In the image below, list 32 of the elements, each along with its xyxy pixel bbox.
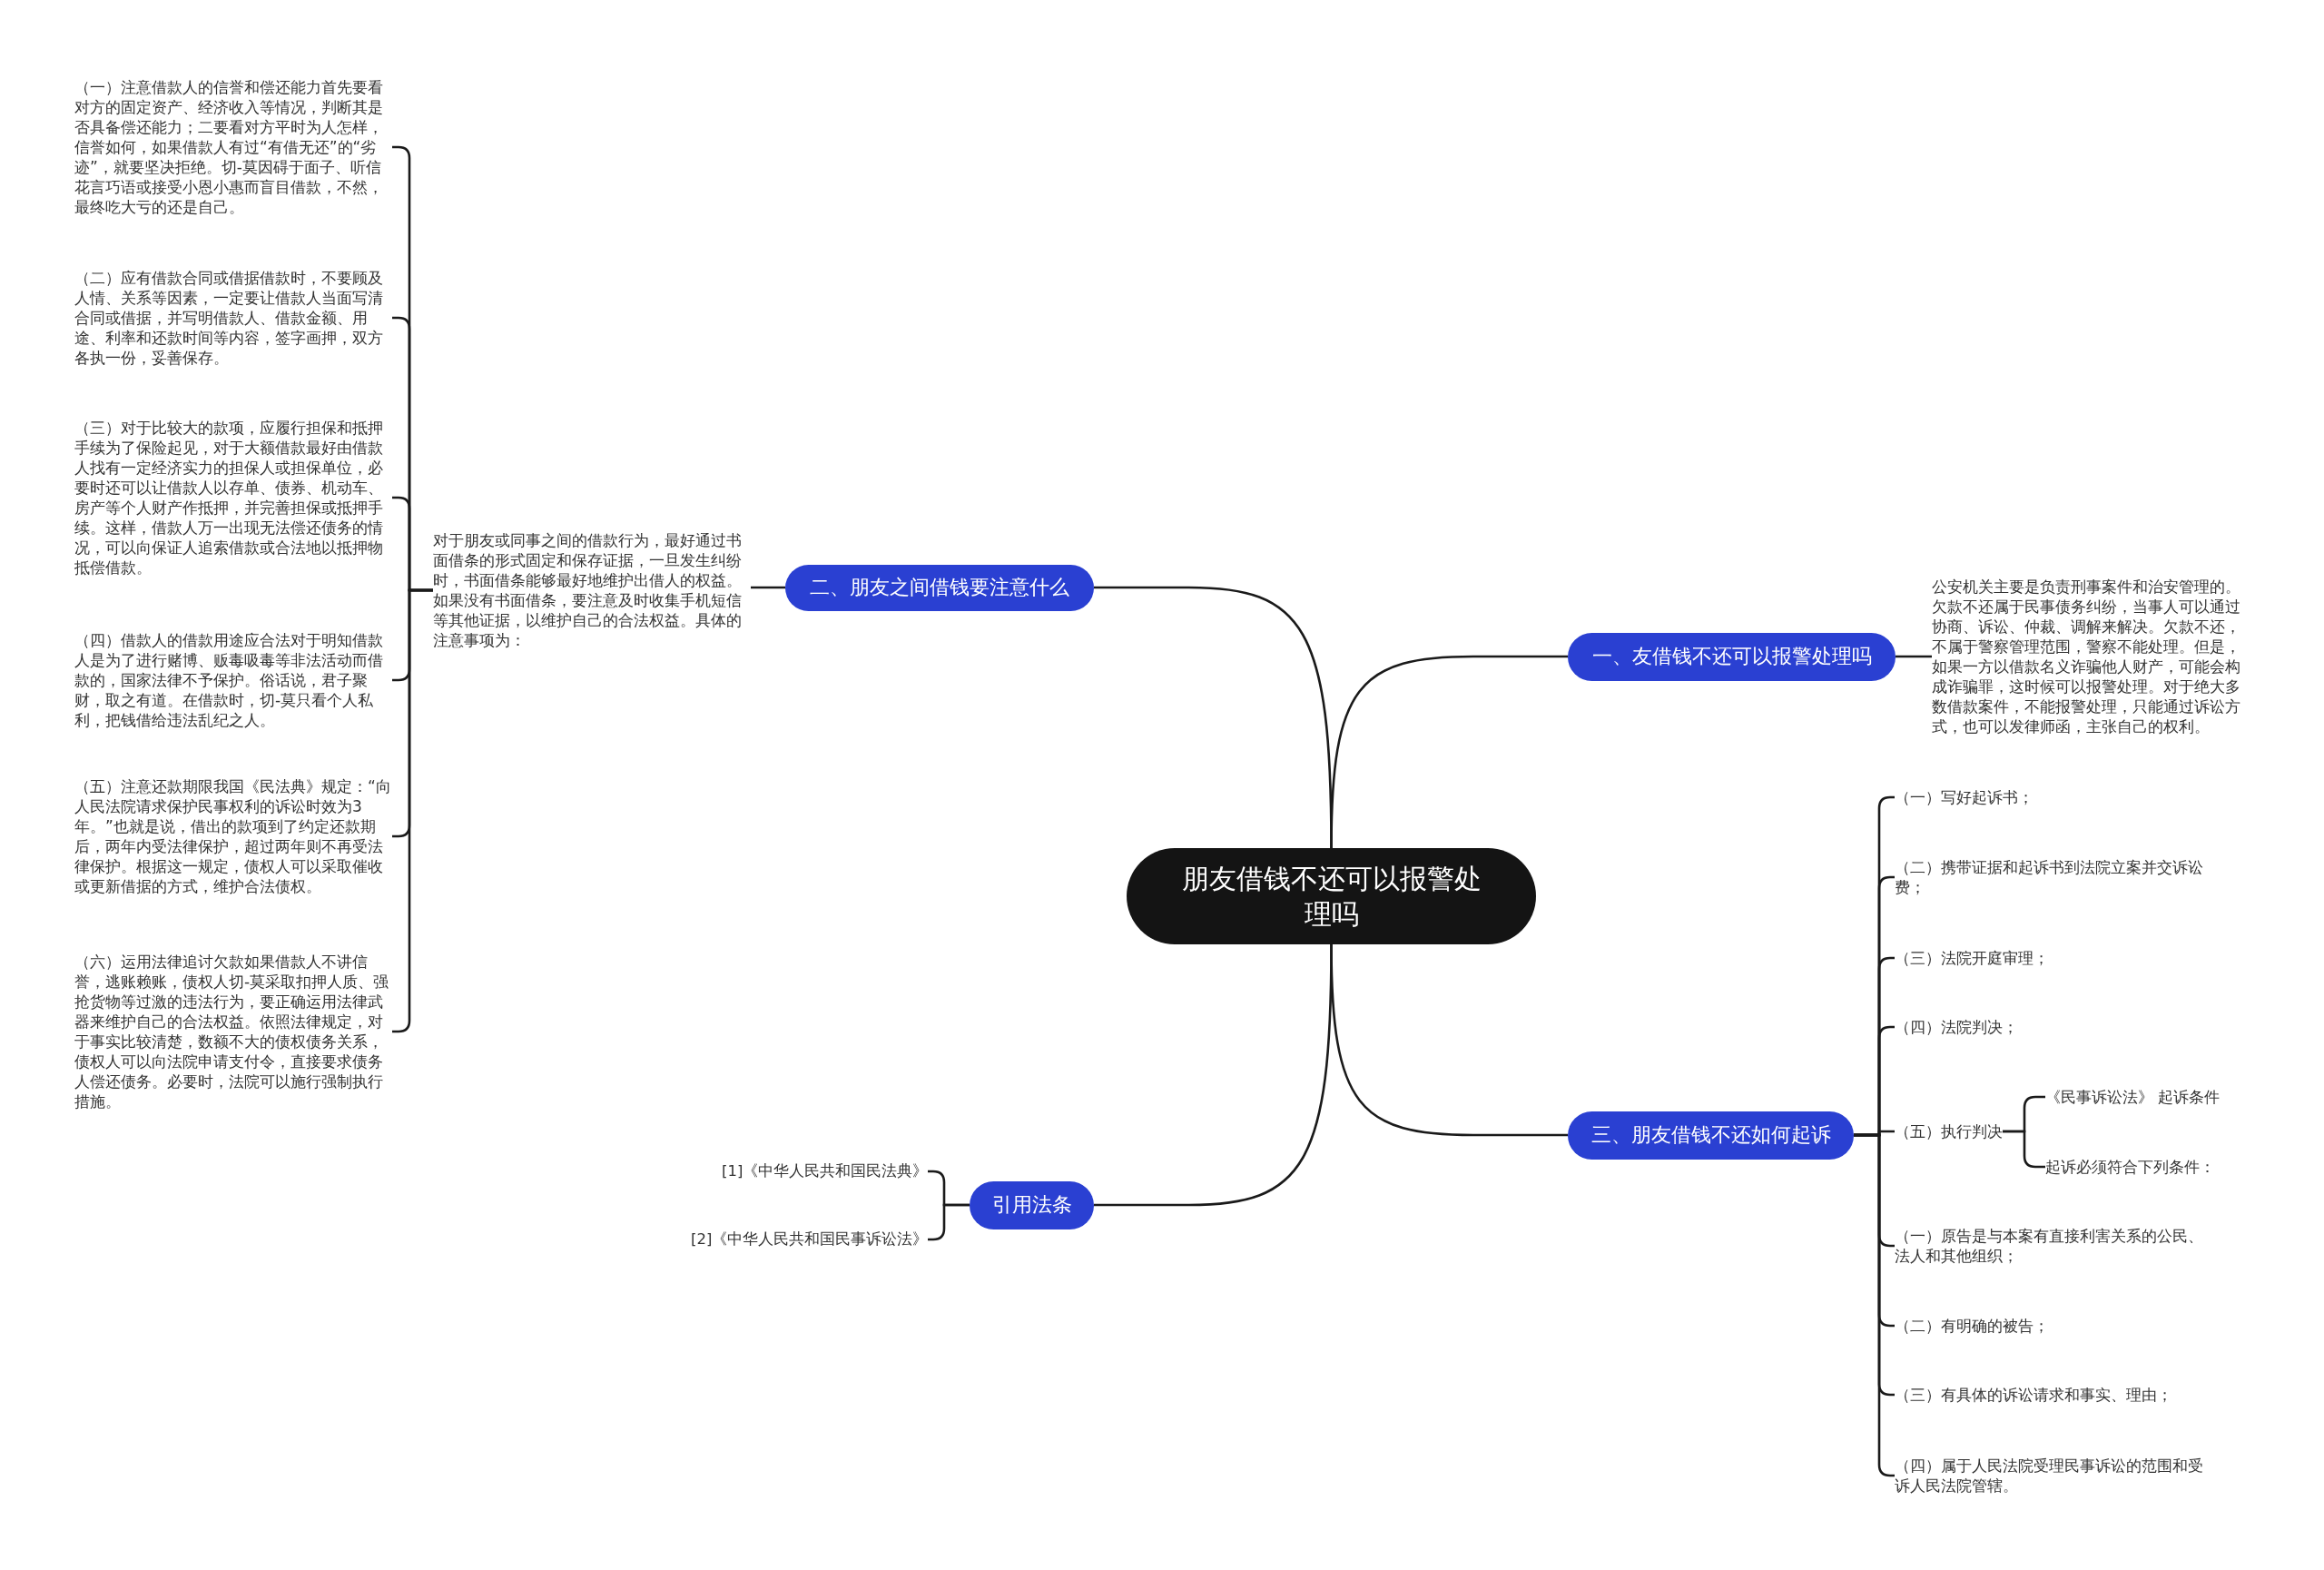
branch-topic: 一、友借钱不还可以报警处理吗 — [1568, 632, 1896, 681]
note-text: （六）运用法律追讨欠款如果借款人不讲信誉，逃账赖账，债权人切-莫采取扣押人质、强抢货物等过激的违法行为，要正确运用法律武器来维护自己的合法权益。依照法律规定，对于事实比较清楚，数额不大的债权债务关系，债权人可以向法院申请支付令，直接要求债务人偿还债务。必要时，法院可以施行强制执行措施。 — [74, 952, 392, 1111]
note-text: 《民事诉讼法》 起诉条件 — [2045, 1087, 2221, 1107]
citation-text: [1]《中华人民共和国民法典》 — [722, 1161, 929, 1181]
central-topic: 朋友借钱不还可以报警处理吗 — [1127, 848, 1536, 944]
note-text: （四）属于人民法院受理民事诉讼的范围和受诉人民法院管辖。 — [1895, 1456, 2212, 1496]
note-text: 起诉必须符合下列条件： — [2045, 1157, 2215, 1177]
branch-topic: 三、朋友借钱不还如何起诉 — [1568, 1111, 1854, 1160]
connector-line — [1896, 655, 1932, 658]
note-text: （三）法院开庭审理； — [1895, 948, 2049, 968]
note-text: 对于朋友或同事之间的借款行为，最好通过书面借条的形式固定和保存证据，一旦发生纠纷时，书面借条能够最好地维护出借人的权益。如果没有书面借条，要注意及时收集手机短信等其他证据，以维护自己的合法权益。具体的注意事项为： — [433, 530, 751, 650]
branch-topic: 引用法条 — [970, 1180, 1094, 1229]
connector-line — [1094, 586, 1333, 848]
note-text: （五）注意还款期限我国《民法典》规定：“向人民法院请求保护民事权利的诉讼时效为3年。”也就是说，借出的款项到了约定还款期后，两年内受法律保护，超过两年则不再受法律保护。根据这一规定，债权人可以采取催收或更新借据的方式，维护合法债权。 — [74, 776, 392, 896]
branch-topic: 二、朋友之间借钱要注意什么 — [785, 564, 1094, 611]
citation-text: [2]《中华人民共和国民事诉讼法》 — [691, 1229, 929, 1249]
note-text: （五）执行判决 — [1895, 1121, 2003, 1141]
note-text: （一）原告是与本案有直接利害关系的公民、法人和其他组织； — [1895, 1226, 2212, 1266]
note-text: （三）对于比较大的款项，应履行担保和抵押手续为了保险起见，对于大额借款最好由借款人找有一定经济实力的担保人或担保单位，必要时还可以让借款人以存单、债券、机动车、房产等个人财产作抵押，并完善担保或抵押手续。这样，借款人万一出现无法偿还债务的情况，可以向保证人追索借款或合法地以抵押物抵偿借款。 — [74, 418, 392, 578]
connector-line — [1094, 944, 1333, 1207]
connector-line — [928, 1203, 970, 1241]
note-text: 公安机关主要是负责刑事案件和治安管理的。欠款不还属于民事债务纠纷，当事人可以通过协商、诉讼、仲裁、调解来解决。欠款不还，不属于警察管理范围，警察不能处理。但是，如果一方以借款名义诈骗他人财产，可能会构成诈骗罪，这时候可以报警处理。对于绝大多数借款案件，不能报警处理，只能通过诉讼方式，也可以发律师函，主张自己的权利。 — [1932, 577, 2250, 736]
note-text: （一）写好起诉书； — [1895, 787, 2034, 807]
connector-line — [2003, 1130, 2045, 1169]
note-text: （一）注意借款人的信誉和偿还能力首先要看对方的固定资产、经济收入等情况，判断其是否具备偿还能力；二要看对方平时为人怎样，信誉如何，如果借款人有过“有借无还”的“劣迹”，就要坚决拒绝。切-莫因碍于面子、听信花言巧语或接受小恩小惠而盲目借款，不然，最终吃大亏的还是自己。 — [74, 77, 392, 217]
note-text: （四）法院判决； — [1895, 1017, 2018, 1037]
note-text: （四）借款人的借款用途应合法对于明知借款人是为了进行赌博、贩毒吸毒等非法活动而借款的，国家法律不予保护。俗话说，君子聚财，取之有道。在借款时，切-莫只看个人私利，把钱借给违法乱纪之人。 — [74, 630, 392, 730]
note-text: （二）应有借款合同或借据借款时，不要顾及人情、关系等因素，一定要让借款人当面写清合同或借据，并写明借款人、借款金额、用途、利率和还款时间等内容，签字画押，双方各执一份，妥善保存。 — [74, 268, 392, 368]
note-text: （二）有明确的被告； — [1895, 1316, 2049, 1336]
connector-line — [751, 586, 785, 589]
note-text: （二）携带证据和起诉书到法院立案并交诉讼费； — [1895, 857, 2212, 897]
note-text: （三）有具体的诉讼请求和事实、理由； — [1895, 1385, 2172, 1405]
